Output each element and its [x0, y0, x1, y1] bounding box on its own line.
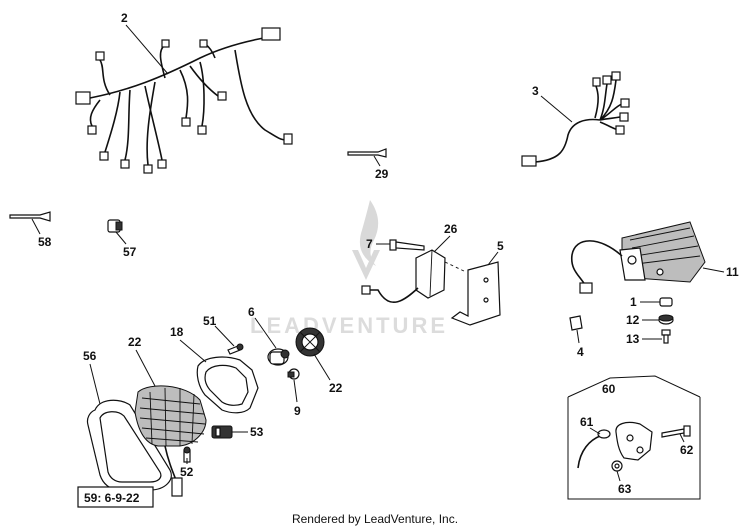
callout-11: 11	[726, 265, 739, 279]
callout-13: 13	[626, 332, 640, 346]
note-box-text: 59: 6-9-22	[84, 491, 140, 505]
callout-56: 56	[83, 349, 97, 363]
socket-boot-22[interactable]	[295, 327, 325, 357]
callout-62: 62	[680, 443, 694, 457]
callout-5: 5	[497, 239, 504, 253]
bracket-5[interactable]	[444, 261, 501, 326]
note-box	[77, 486, 154, 508]
washer-12[interactable]	[658, 314, 674, 325]
bulb-6[interactable]	[267, 348, 290, 366]
screw-13[interactable]	[661, 329, 671, 344]
bezel-56[interactable]	[86, 399, 172, 491]
callout-52: 52	[180, 465, 194, 479]
callout-12: 12	[626, 313, 640, 327]
callout-63: 63	[618, 482, 632, 496]
callout-6: 6	[248, 305, 255, 319]
callout-57: 57	[123, 245, 137, 259]
callout-60: 60	[602, 382, 616, 396]
tail-light-11[interactable]	[570, 221, 706, 294]
watermark-text: LEADVENTURE	[250, 313, 448, 338]
switch-26[interactable]	[361, 249, 446, 303]
cable-tie-29[interactable]	[347, 148, 387, 158]
housing-18[interactable]	[196, 356, 259, 414]
harness-connector	[261, 27, 281, 41]
clip-4[interactable]	[569, 315, 583, 331]
callout-29: 29	[375, 167, 389, 181]
cable-tie-58[interactable]	[9, 211, 51, 222]
watermark-flame-icon	[359, 200, 379, 266]
headlight-22[interactable]	[134, 385, 207, 497]
callout-58: 58	[38, 235, 52, 249]
connector-53[interactable]	[211, 425, 233, 439]
kit-60-panel	[567, 375, 701, 500]
callout-53: 53	[250, 425, 264, 439]
switch-housing-62[interactable]	[615, 421, 691, 461]
wire-lead-61[interactable]	[577, 429, 611, 469]
screw-51[interactable]	[227, 343, 244, 355]
callout-22b: 22	[329, 381, 343, 395]
callout-3: 3	[532, 84, 539, 98]
callout-61: 61	[580, 415, 594, 429]
bulb-9[interactable]	[287, 368, 300, 380]
watermark: LEADVENTURE	[250, 200, 448, 338]
callout-18: 18	[170, 325, 184, 339]
wiring-harness[interactable]	[75, 27, 293, 174]
footer-credit: Rendered by LeadVenture, Inc.	[291, 512, 459, 526]
callout-51: 51	[203, 314, 217, 328]
bolt-7[interactable]	[389, 239, 425, 251]
harness-connector	[75, 91, 91, 105]
sub-harness[interactable]	[521, 71, 630, 167]
connector-57[interactable]	[107, 219, 123, 233]
callout-4: 4	[577, 345, 584, 359]
nut-63[interactable]	[611, 460, 623, 472]
watermark-v-icon	[352, 250, 380, 280]
grommet-1[interactable]	[659, 297, 673, 307]
callout-9: 9	[294, 404, 301, 418]
callout-22a: 22	[128, 335, 142, 349]
callout-1: 1	[630, 295, 637, 309]
callout-26: 26	[444, 222, 458, 236]
callout-7: 7	[366, 237, 373, 251]
callout-2: 2	[121, 11, 128, 25]
